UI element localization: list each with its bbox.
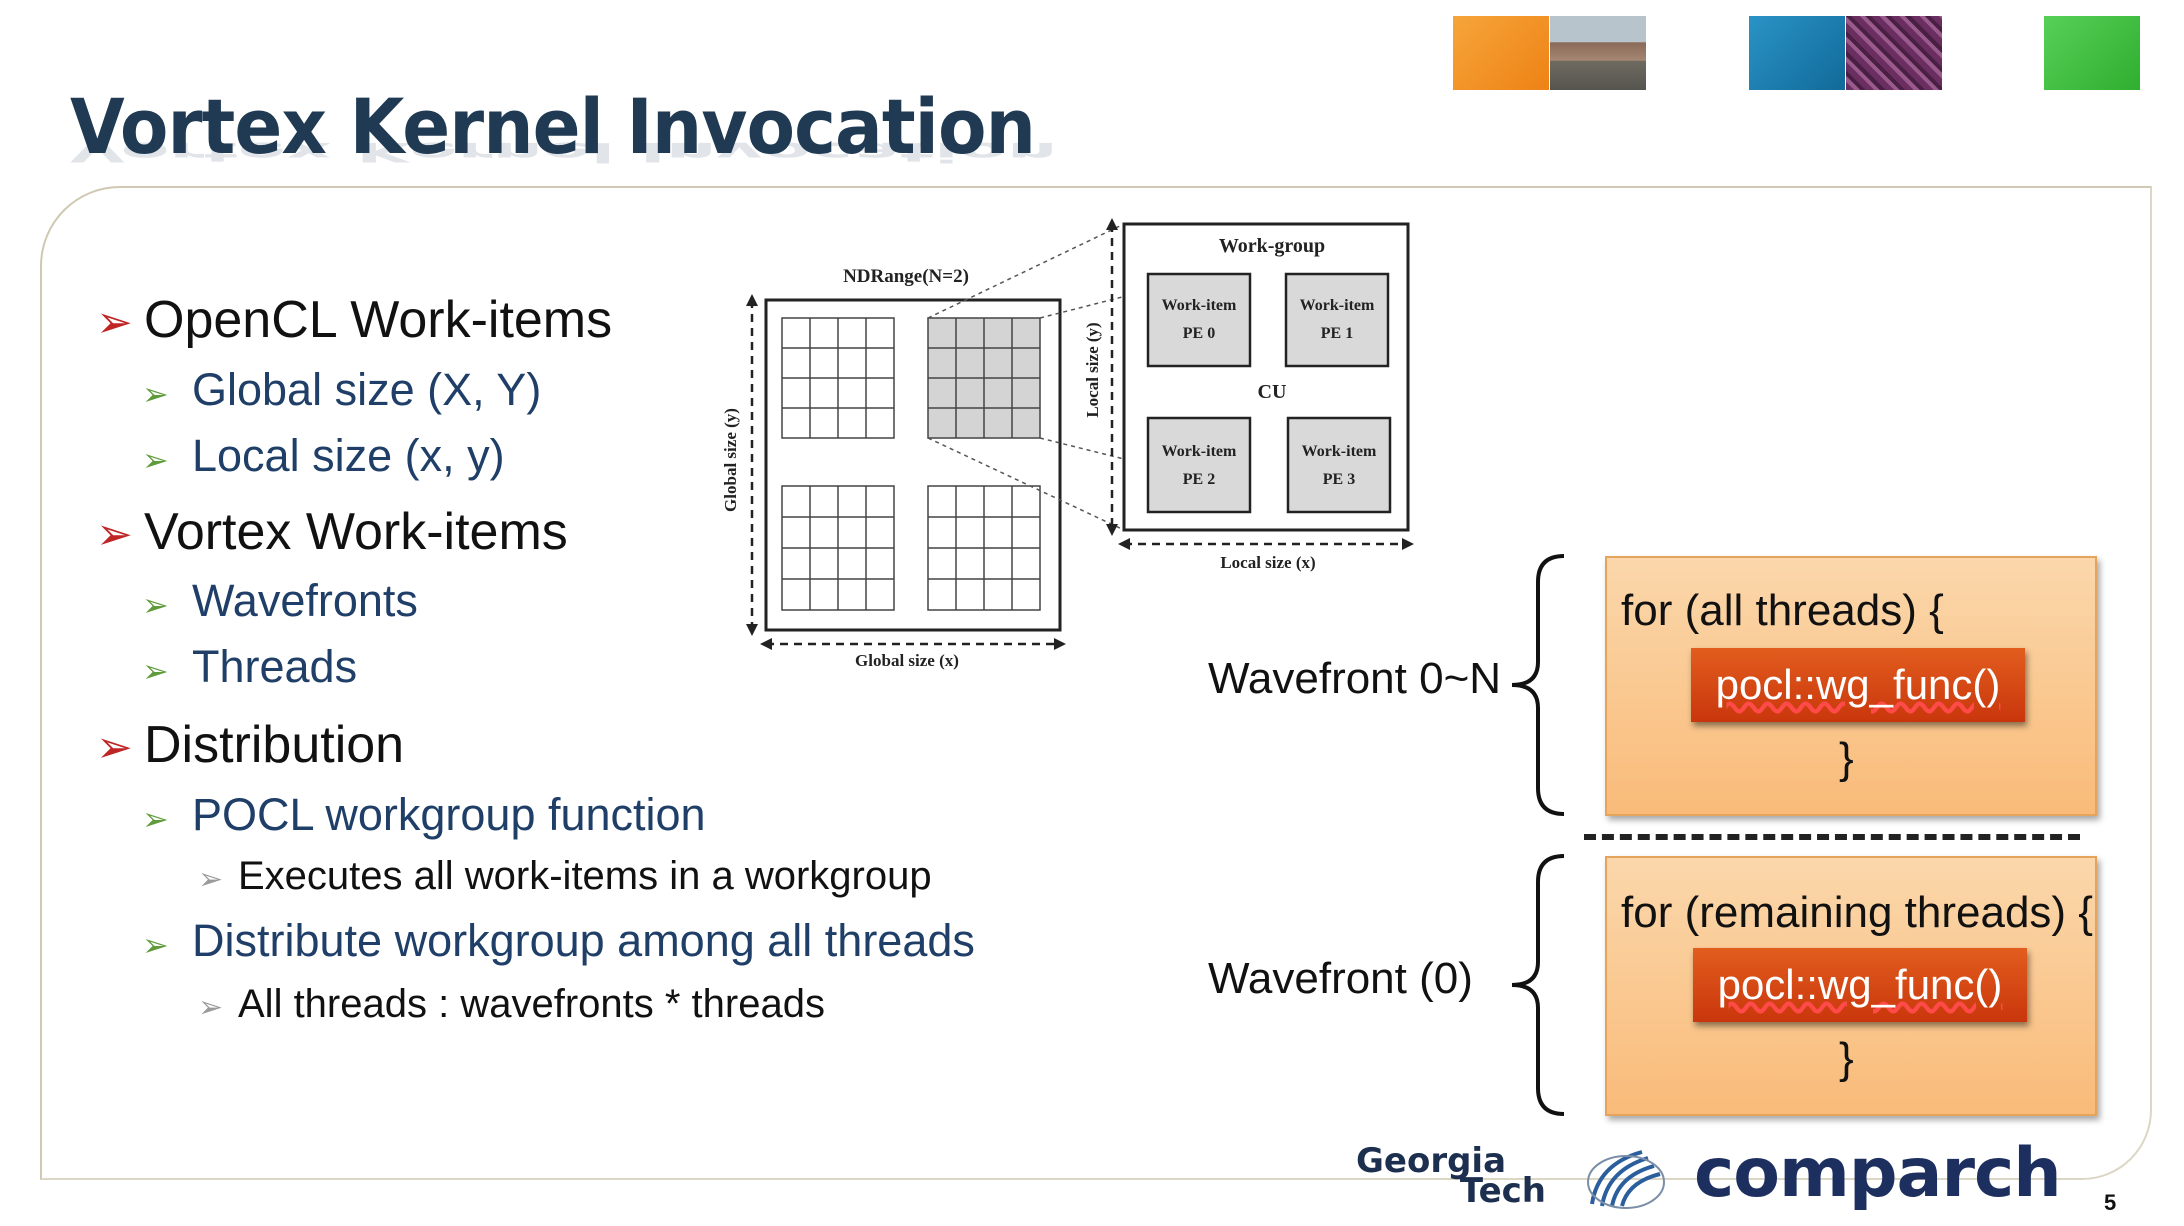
wg-func-call: pocl::wg_func() xyxy=(1691,648,2025,722)
brace-1 xyxy=(1511,554,1565,816)
content-frame xyxy=(40,186,2152,1180)
workgroup-grid-bottom-right xyxy=(927,485,1041,611)
slide-title-reflection: Vortex Kernel Invocation xyxy=(70,136,1058,168)
green-arrow-icon: ➢ xyxy=(142,587,169,623)
bullet-threads: ➢Threads xyxy=(142,641,358,692)
workgroup-grid-top-right-highlighted xyxy=(927,317,1041,439)
header-photo-chip xyxy=(1846,16,1942,90)
red-arrow-icon: ➢ xyxy=(96,298,133,347)
green-arrow-icon: ➢ xyxy=(142,653,169,689)
green-arrow-icon: ➢ xyxy=(142,376,169,412)
loop-close: } xyxy=(1839,1034,1854,1083)
ndrange-diagram: NDRange(N=2) Global size (y) Global size… xyxy=(721,218,1414,670)
workgroup-label: Work-group xyxy=(1219,235,1325,257)
code-block-remaining-threads: for (remaining threads) { pocl::wg_func(… xyxy=(1605,856,2097,1116)
green-arrow-icon: ➢ xyxy=(142,927,169,963)
svg-text:PE 2: PE 2 xyxy=(1183,471,1215,488)
svg-text:Work-item: Work-item xyxy=(1162,443,1237,460)
workgroup-grid-bottom-left xyxy=(781,485,895,611)
green-arrow-icon: ➢ xyxy=(142,442,169,478)
gray-arrow-icon: ➢ xyxy=(198,991,224,1024)
bullet-pocl-workgroup-function: ➢POCL workgroup function xyxy=(142,789,706,840)
wavefront-0-label: Wavefront (0) xyxy=(1208,954,1473,1003)
global-size-y-label: Global size (y) xyxy=(721,408,740,512)
slide-title: Vortex Kernel Invocation xyxy=(70,82,1036,171)
code-block-all-threads: for (all threads) { pocl::wg_func() } xyxy=(1605,556,2097,816)
separator-dashed xyxy=(1584,834,2080,840)
global-size-x-label: Global size (x) xyxy=(855,651,959,670)
bullet-vortex-work-items: ➢Vortex Work-items xyxy=(96,503,568,561)
header-square-orange xyxy=(1453,16,1549,90)
svg-text:Work-item: Work-item xyxy=(1302,443,1377,460)
bullet-distribute-workgroup: ➢Distribute workgroup among all threads xyxy=(142,915,975,966)
local-size-y-label: Local size (y) xyxy=(1083,322,1102,417)
pe-box-1: Work-item PE 1 xyxy=(1284,272,1390,368)
bullet-global-size: ➢Global size (X, Y) xyxy=(142,364,542,415)
header-square-green xyxy=(2044,16,2140,90)
ndrange-label: NDRange(N=2) xyxy=(843,266,969,287)
bullet-executes-all-work-items: ➢Executes all work-items in a workgroup xyxy=(198,854,932,898)
brace-2 xyxy=(1511,854,1565,1116)
bullet-all-threads-formula: ➢All threads : wavefronts * threads xyxy=(198,982,825,1026)
svg-text:Work-item: Work-item xyxy=(1300,297,1375,314)
pe-box-2: Work-item PE 2 xyxy=(1146,416,1252,514)
svg-text:PE 0: PE 0 xyxy=(1183,325,1215,342)
bullet-wavefronts: ➢Wavefronts xyxy=(142,575,418,626)
loop-header: for (remaining threads) { xyxy=(1621,888,2093,937)
svg-text:PE 1: PE 1 xyxy=(1321,325,1353,342)
red-arrow-icon: ➢ xyxy=(96,510,133,559)
gray-arrow-icon: ➢ xyxy=(198,863,224,896)
pe-box-3: Work-item PE 3 xyxy=(1286,416,1392,514)
comparch-logo: comparch xyxy=(1694,1134,2062,1213)
red-arrow-icon: ➢ xyxy=(96,723,133,772)
pe-box-0: Work-item PE 0 xyxy=(1146,272,1252,368)
bullet-local-size: ➢Local size (x, y) xyxy=(142,430,505,481)
bullet-opencl-work-items: ➢OpenCL Work-items xyxy=(96,291,613,349)
bullet-distribution: ➢Distribution xyxy=(96,716,405,774)
svg-text:Work-item: Work-item xyxy=(1162,297,1237,314)
loop-header: for (all threads) { xyxy=(1621,586,1944,635)
comparch-swoosh-icon xyxy=(1587,1150,1665,1209)
wavefront-0-n-label: Wavefront 0~N xyxy=(1208,654,1502,703)
svg-text:PE 3: PE 3 xyxy=(1323,471,1355,488)
cu-label: CU xyxy=(1258,381,1287,403)
wg-func-call: pocl::wg_func() xyxy=(1693,948,2027,1022)
header-photo-building xyxy=(1550,16,1646,90)
header-square-blue xyxy=(1749,16,1845,90)
workgroup-grid-top-left xyxy=(781,317,895,439)
green-arrow-icon: ➢ xyxy=(142,801,169,837)
page-number: 5 xyxy=(2104,1190,2117,1215)
local-size-x-label: Local size (x) xyxy=(1220,553,1315,572)
loop-close: } xyxy=(1839,734,1854,783)
georgia-tech-logo: Georgia Tech xyxy=(1356,1141,1546,1211)
